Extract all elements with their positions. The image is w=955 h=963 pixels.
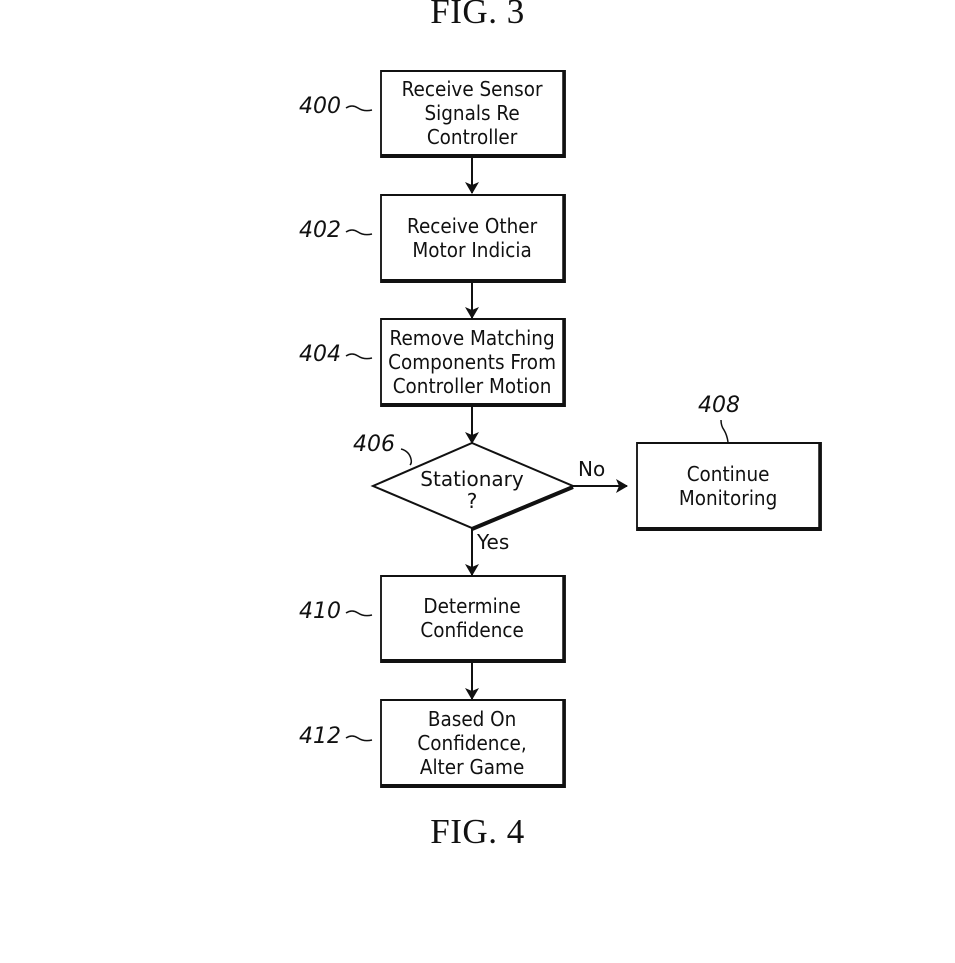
leader-406 xyxy=(400,448,413,466)
figure-3-caption: FIG. 3 xyxy=(430,0,525,31)
process-label-404: Remove Matching Components From Controll… xyxy=(388,325,557,398)
ref-numeral-410: 410 xyxy=(299,599,341,624)
ref-numeral-402: 402 xyxy=(299,218,341,243)
process-label-410: Determine Confidence xyxy=(420,594,524,642)
leader-402 xyxy=(345,229,373,236)
diamond-shadow-edge xyxy=(471,485,574,531)
ref-numeral-404: 404 xyxy=(299,342,341,367)
process-box-412: Based On Confidence, Alter Game xyxy=(380,699,566,788)
leader-404 xyxy=(345,353,373,360)
leader-412 xyxy=(345,735,373,742)
leader-408 xyxy=(720,419,729,443)
process-label-408: Continue Monitoring xyxy=(678,461,778,510)
process-label-402: Receive Other Motor Indicia xyxy=(407,213,538,262)
ref-numeral-408: 408 xyxy=(698,393,740,418)
process-box-400: Receive Sensor Signals Re Controller xyxy=(380,70,566,158)
process-label-412: Based On Confidence, Alter Game xyxy=(417,706,527,779)
edge-label-yes: Yes xyxy=(477,530,510,554)
leader-410 xyxy=(345,610,373,617)
process-box-402: Receive Other Motor Indicia xyxy=(380,194,566,283)
process-box-404: Remove Matching Components From Controll… xyxy=(380,318,566,407)
ref-numeral-412: 412 xyxy=(299,724,341,749)
decision-label-406: Stationary ? xyxy=(420,467,524,513)
process-box-408: Continue Monitoring xyxy=(636,442,822,531)
process-box-410: Determine Confidence xyxy=(380,575,566,663)
ref-numeral-406: 406 xyxy=(353,432,395,457)
process-label-400: Receive Sensor Signals Re Controller xyxy=(401,77,543,149)
leader-400 xyxy=(345,105,373,112)
ref-numeral-400: 400 xyxy=(299,94,341,119)
edge-label-no: No xyxy=(578,457,606,481)
figure-4-caption: FIG. 4 xyxy=(430,812,525,851)
